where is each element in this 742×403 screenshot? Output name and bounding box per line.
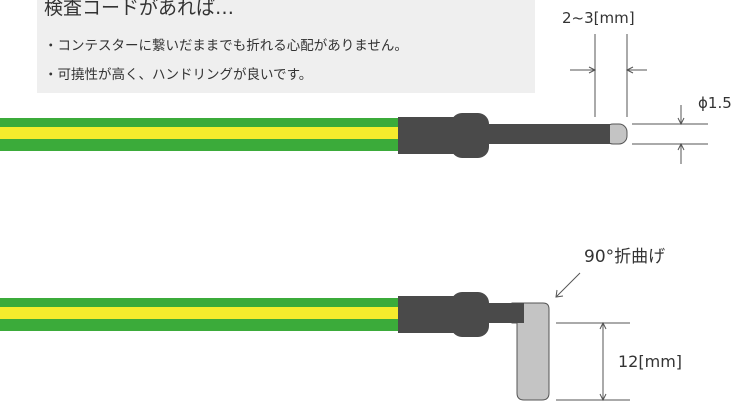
bent-length-dimension bbox=[556, 321, 630, 402]
bent-length-label: 12[mm] bbox=[618, 352, 682, 371]
wire-cable bbox=[0, 118, 400, 151]
note-title: 検査コードがあれば… bbox=[44, 0, 234, 19]
note-bullet-1: ・コンテスターに繋いだままでも折れる心配がありません。 bbox=[44, 38, 408, 54]
bend-label: 90°折曲げ bbox=[584, 247, 665, 267]
note-panel-background bbox=[37, 0, 535, 93]
bend-callout bbox=[555, 272, 581, 298]
diameter-dimension bbox=[632, 105, 708, 164]
probe-collar bbox=[451, 113, 489, 158]
straight-probe bbox=[0, 113, 628, 158]
bent-tip-pin bbox=[511, 302, 550, 401]
bent-probe-shaft bbox=[480, 303, 524, 323]
wire-cable-2 bbox=[0, 298, 400, 331]
bent-probe-collar bbox=[451, 292, 489, 337]
diameter-label: ϕ1.5 bbox=[698, 94, 732, 112]
note-bullet-2: ・可撓性が高く、ハンドリングが良いです。 bbox=[44, 66, 312, 83]
note-panel: 検査コードがあれば… ・コンテスターに繋いだままでも折れる心配がありません。 ・… bbox=[37, 0, 535, 93]
tip-length-label: 2~3[mm] bbox=[562, 9, 635, 27]
bent-probe bbox=[0, 292, 550, 401]
probe-shaft bbox=[480, 124, 610, 144]
tip-length-dimension bbox=[570, 34, 647, 117]
